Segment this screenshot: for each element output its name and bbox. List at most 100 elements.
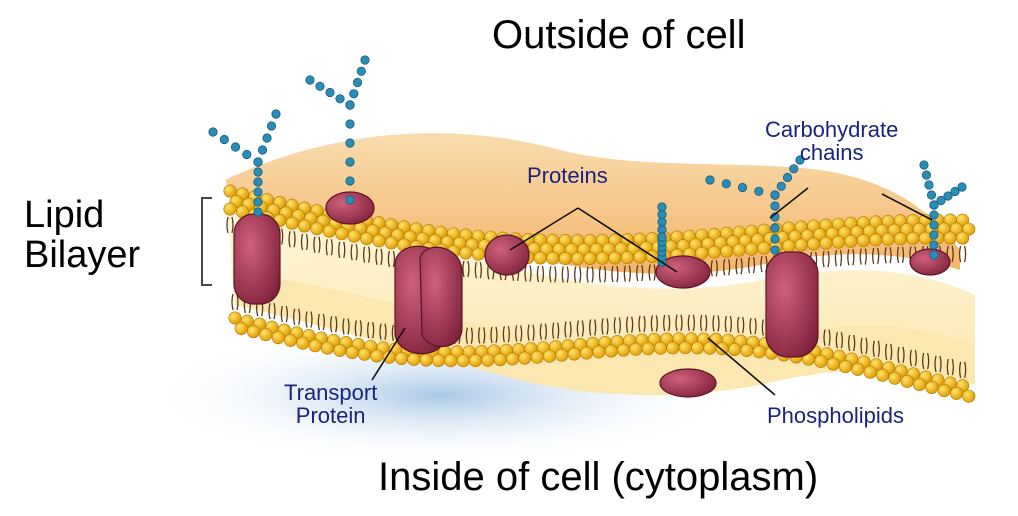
phospholipid-head	[408, 353, 420, 365]
phospholipid-head	[568, 348, 580, 360]
phospholipid-head	[938, 384, 950, 396]
phospholipid-head	[679, 342, 691, 354]
phospholipid-head	[621, 251, 633, 263]
carbohydrate-bead	[231, 143, 239, 151]
phospholipid-head	[876, 369, 888, 381]
phospholipid-head	[630, 343, 642, 355]
carbohydrate-bead	[771, 246, 779, 254]
carbohydrate-bead	[930, 241, 938, 249]
lipid-bilayer-label: Lipid Bilayer	[24, 196, 140, 276]
phospholipid-head	[950, 387, 962, 399]
carbohydrate-bead	[353, 78, 361, 86]
phospholipid-head	[323, 225, 335, 237]
lipid-tail	[587, 267, 593, 283]
phospholipid-head	[733, 244, 745, 256]
phospholipid-head	[284, 334, 296, 346]
carbohydrate-bead	[306, 76, 314, 84]
carbohydrate-bead	[254, 208, 262, 216]
phospholipid-head	[482, 354, 494, 366]
carbohydrate-bead	[922, 171, 930, 179]
phospholipid-head	[593, 346, 605, 358]
phospholipid-head	[864, 366, 876, 378]
carbohydrate-bead	[254, 158, 262, 166]
phospholipid-head	[845, 235, 857, 247]
phospholipid-head	[297, 337, 309, 349]
phospholipid-head	[901, 375, 913, 387]
phospholipid-head	[543, 350, 555, 362]
phospholipid-head	[534, 252, 546, 264]
phospholipid-head	[336, 228, 348, 240]
phospholipid-head	[745, 243, 757, 255]
phospholipid-head	[852, 363, 864, 375]
phospholipid-head	[708, 246, 720, 258]
carbohydrate-bead	[254, 168, 262, 176]
phospholipid-head	[373, 235, 385, 247]
carbohydrate-bead	[346, 177, 354, 185]
phospholipid-head	[556, 349, 568, 361]
phospholipid-head	[460, 247, 472, 259]
phospholipid-head	[547, 252, 559, 264]
phospholipid-head	[696, 247, 708, 259]
phospholipid-head	[820, 237, 832, 249]
carbohydrate-bead	[254, 198, 262, 206]
phospholipid-head	[457, 355, 469, 367]
phospholipid-head	[395, 352, 407, 364]
phospholipid-head	[572, 252, 584, 264]
phospholipid-head	[311, 223, 323, 235]
carbohydrate-bead	[771, 191, 779, 199]
carbohydrate-bead	[209, 128, 217, 136]
carbohydrate-bead	[771, 224, 779, 232]
phospholipid-head	[358, 348, 370, 360]
phospholipid-head	[894, 233, 906, 245]
phospholipid-head	[385, 237, 397, 249]
carbohydrate-bead	[783, 173, 791, 181]
phospholipid-head	[360, 232, 372, 244]
phospholipid-head	[298, 220, 310, 232]
lipid-tail	[960, 246, 966, 262]
outside-of-cell-title: Outside of cell	[492, 14, 745, 56]
phospholipid-head	[321, 342, 333, 354]
phospholipid-head	[691, 342, 703, 354]
carbohydrate-bead	[658, 233, 666, 241]
phospholipid-head	[605, 345, 617, 357]
phospholipid-head	[531, 351, 543, 363]
phospholipid-head	[832, 236, 844, 248]
phospholipid-head	[753, 346, 765, 358]
carbohydrate-bead	[346, 139, 354, 147]
phospholipid-head	[348, 230, 360, 242]
phospholipid-head	[506, 353, 518, 365]
carbohydrate-bead	[777, 182, 785, 190]
carbohydrate-bead	[346, 158, 354, 166]
phospholipid-head	[469, 354, 481, 366]
phospholipid-head	[882, 233, 894, 245]
carbohydrate-bead	[336, 95, 344, 103]
carbohydrate-bead	[254, 178, 262, 186]
phospholipid-head	[956, 232, 968, 244]
carbohydrate-bead	[920, 161, 928, 169]
proteins-label: Proteins	[527, 164, 608, 187]
carbohydrate-bead	[346, 120, 354, 128]
carbohydrate-bead	[267, 122, 275, 130]
phospholipid-head	[272, 331, 284, 343]
phospholipid-head	[247, 325, 259, 337]
phospholipid-head	[913, 378, 925, 390]
phospholipid-head	[667, 342, 679, 354]
peripheral-protein-middle	[485, 235, 529, 275]
phospholipid-head	[346, 346, 358, 358]
carbohydrate-bead	[930, 211, 938, 219]
carbohydrate-bead	[361, 56, 369, 64]
carbohydrate-bead	[930, 251, 938, 259]
phospholipid-head	[783, 240, 795, 252]
transport-protein-half	[420, 247, 462, 346]
phospholipid-head	[926, 381, 938, 393]
carbohydrate-bead	[326, 88, 334, 96]
phospholipid-head	[260, 328, 272, 340]
carbohydrate-chains-label: Carbohydrate chains	[765, 118, 898, 164]
carbohydrate-label-line2: chains	[765, 141, 898, 164]
phospholipid-head	[309, 340, 321, 352]
phospholipid-head	[617, 344, 629, 356]
phospholipid-head	[839, 360, 851, 372]
transport-protein-label: Transport Protein	[284, 381, 377, 427]
peripheral-protein-bottom	[660, 369, 716, 397]
carbohydrate-bead	[243, 150, 251, 158]
